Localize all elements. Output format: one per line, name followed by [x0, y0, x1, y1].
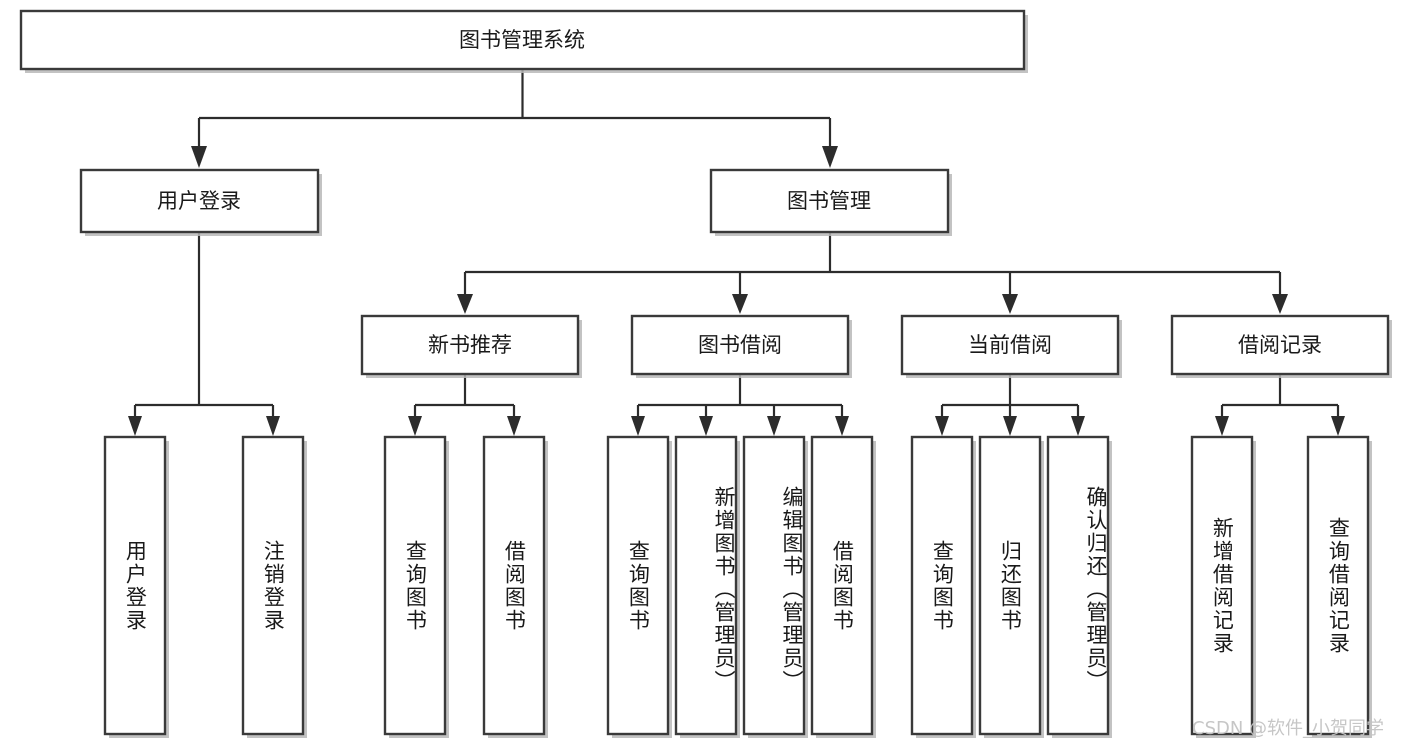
node-book-manage[interactable]: 图书管理 [709, 168, 952, 236]
arrow-bookborrow-leaf2 [699, 416, 713, 436]
leaf-user-login-2[interactable] [241, 435, 307, 738]
leaf-user-login-1[interactable] [103, 435, 169, 738]
leaf-new-book-1[interactable] [383, 435, 449, 738]
csdn-watermark: CSDN @软件_小贺同学 [1192, 718, 1385, 739]
connector-userlogin-to-leaves [128, 232, 280, 436]
arrow-borrowrecord [1272, 294, 1288, 314]
leaf-current-borrow-2-box[interactable] [978, 435, 1042, 736]
arrow-currentborrow-leaf1 [935, 416, 949, 436]
leaf-new-book-1-box[interactable] [383, 435, 447, 736]
leaf-current-borrow-3-box[interactable] [1046, 435, 1110, 736]
arrow-borrowrecord-leaf1 [1215, 416, 1229, 436]
leaf-current-borrow-1-box[interactable] [910, 435, 974, 736]
node-new-book-recommend-label: 新书推荐 [428, 333, 512, 357]
node-user-login[interactable]: 用户登录 [79, 168, 322, 236]
node-root-label: 图书管理系统 [459, 28, 585, 52]
node-current-borrow-label: 当前借阅 [968, 333, 1052, 357]
connector-newbook-to-leaves [408, 374, 521, 436]
arrow-currentborrow-leaf2 [1003, 416, 1017, 436]
leaf-borrow-record-1-box[interactable] [1190, 435, 1254, 736]
leaf-current-borrow-3[interactable] [1046, 435, 1112, 738]
leaf-book-borrow-1[interactable] [606, 435, 672, 738]
leaf-borrow-record-1[interactable] [1190, 435, 1256, 738]
arrow-book-manage [822, 146, 838, 168]
connector-root-to-level2 [191, 69, 838, 168]
arrow-bookborrow [732, 294, 748, 314]
leaf-new-book-2[interactable] [482, 435, 548, 738]
arrow-newbook-leaf1 [408, 416, 422, 436]
node-borrow-record[interactable]: 借阅记录 [1170, 314, 1392, 378]
arrow-newbook [457, 294, 473, 314]
arrow-bookborrow-leaf1 [631, 416, 645, 436]
node-current-borrow[interactable]: 当前借阅 [900, 314, 1122, 378]
connector-bookborrow-to-leaves [631, 374, 849, 436]
arrow-userlogin-leaf2 [266, 416, 280, 436]
leaf-borrow-record-2[interactable] [1306, 435, 1372, 738]
node-book-borrow-box[interactable] [630, 314, 850, 376]
node-root-box[interactable] [19, 9, 1026, 71]
node-borrow-record-box[interactable] [1170, 314, 1390, 376]
node-new-book-recommend-box[interactable] [360, 314, 580, 376]
node-book-manage-box[interactable] [709, 168, 950, 234]
arrow-bookborrow-leaf3 [767, 416, 781, 436]
leaf-book-borrow-2[interactable] [674, 435, 740, 738]
arrow-userlogin-leaf1 [128, 416, 142, 436]
leaf-borrow-record-2-box[interactable] [1306, 435, 1370, 736]
leaf-book-borrow-3[interactable] [742, 435, 808, 738]
node-root[interactable]: 图书管理系统 [19, 9, 1028, 73]
leaf-user-login-2-box[interactable] [241, 435, 305, 736]
connector-currentborrow-to-leaves [935, 374, 1085, 436]
connector-bookmanage-to-level3 [457, 232, 1288, 314]
arrow-bookborrow-leaf4 [835, 416, 849, 436]
node-book-borrow-label: 图书借阅 [698, 333, 782, 357]
node-book-borrow[interactable]: 图书借阅 [630, 314, 852, 378]
node-user-login-label: 用户登录 [157, 189, 241, 213]
leaf-user-login-1-box[interactable] [103, 435, 167, 736]
node-book-manage-label: 图书管理 [787, 189, 871, 213]
arrow-currentborrow [1002, 294, 1018, 314]
leaf-current-borrow-2[interactable] [978, 435, 1044, 738]
node-borrow-record-label: 借阅记录 [1238, 333, 1322, 357]
node-new-book-recommend[interactable]: 新书推荐 [360, 314, 582, 378]
arrow-borrowrecord-leaf2 [1331, 416, 1345, 436]
node-current-borrow-box[interactable] [900, 314, 1120, 376]
arrow-user-login [191, 146, 207, 168]
connector-borrowrecord-to-leaves [1215, 374, 1345, 436]
leaf-new-book-2-box[interactable] [482, 435, 546, 736]
leaf-book-borrow-2-box[interactable] [674, 435, 738, 736]
node-user-login-box[interactable] [79, 168, 320, 234]
leaf-book-borrow-3-box[interactable] [742, 435, 806, 736]
leaf-book-borrow-4-box[interactable] [810, 435, 874, 736]
arrow-currentborrow-leaf3 [1071, 416, 1085, 436]
leaf-book-borrow-4[interactable] [810, 435, 876, 738]
leaf-current-borrow-1[interactable] [910, 435, 976, 738]
leaf-book-borrow-1-box[interactable] [606, 435, 670, 736]
arrow-newbook-leaf2 [507, 416, 521, 436]
